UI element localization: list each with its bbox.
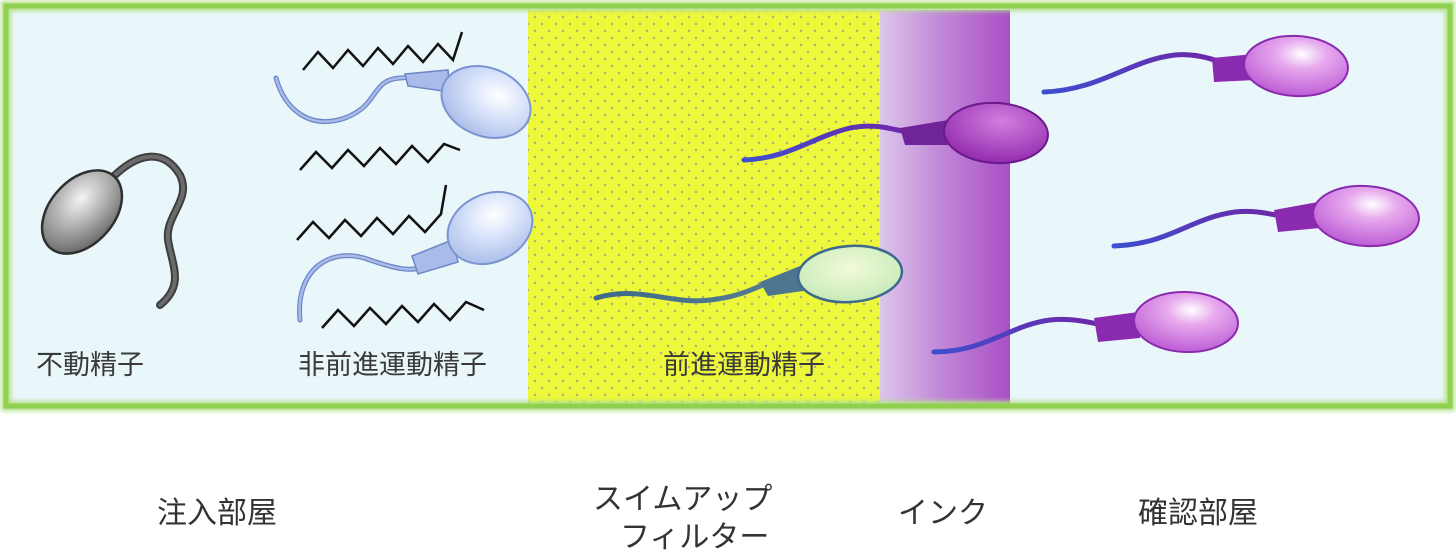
zigzag-1 (302, 31, 464, 71)
label-nonprogressive-sperm: 非前進運動精子 (298, 350, 487, 381)
stained-sperm-1 (1041, 34, 1349, 98)
stained-sperm-2 (1111, 184, 1420, 249)
zigzag-4 (321, 300, 485, 329)
nonprogressive-sperm-1 (273, 65, 532, 139)
progressive-sperm-in-ink (741, 101, 1049, 165)
label-ink: インク (898, 496, 988, 531)
stained-sperm-3 (931, 290, 1239, 355)
progressive-sperm-in-filter (593, 244, 904, 304)
label-progressive-sperm: 前進運動精子 (663, 350, 825, 381)
label-filter-line2: フィルター (620, 520, 770, 555)
filter-dot-pattern (528, 10, 880, 406)
ink-band (880, 10, 1010, 406)
zigzag-3 (296, 184, 448, 241)
motion-zigzags (296, 31, 485, 329)
label-injection-room: 注入部屋 (157, 496, 277, 531)
label-immotile-sperm: 不動精子 (36, 350, 144, 381)
label-filter-line1: スイムアップ (593, 482, 773, 517)
immotile-sperm (40, 152, 188, 309)
chamber-frame (3, 3, 1453, 409)
label-check-room: 確認部屋 (1138, 496, 1258, 531)
zigzag-2 (299, 142, 461, 171)
nonprogressive-sperm-2 (297, 191, 534, 323)
